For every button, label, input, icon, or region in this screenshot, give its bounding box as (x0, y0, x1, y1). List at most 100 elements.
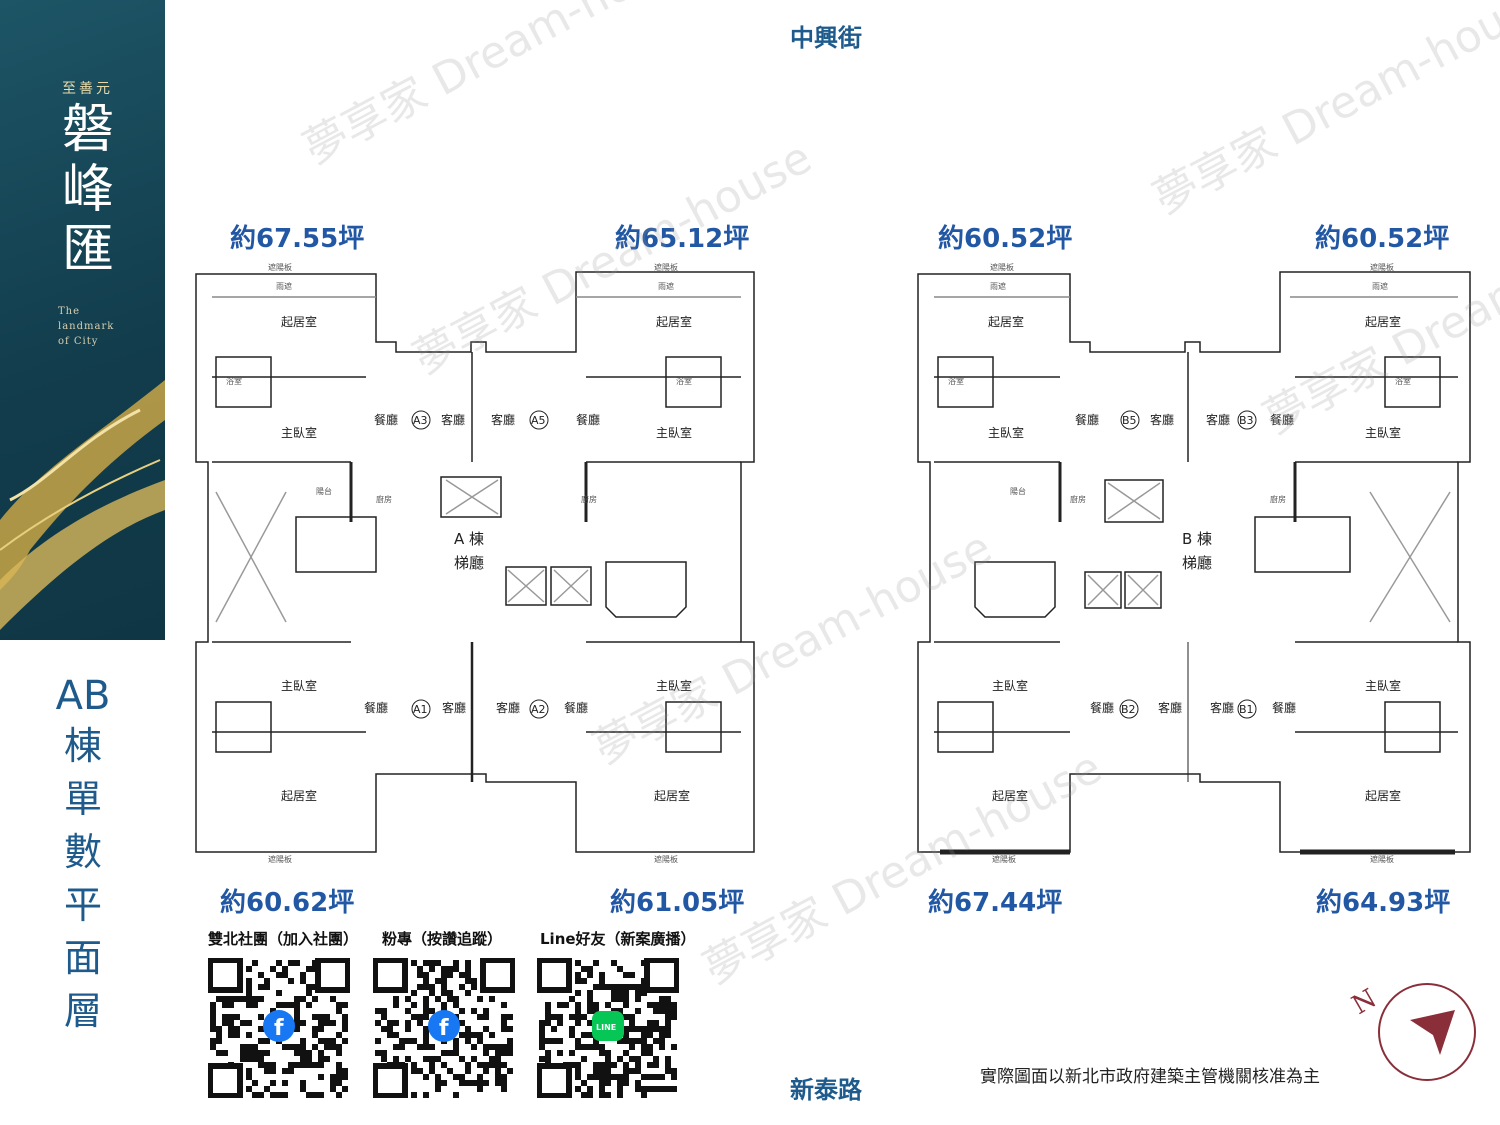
svg-text:LINE: LINE (596, 1023, 616, 1032)
room-living: 客廳 (442, 700, 466, 715)
disclaimer-note: 實際圖面以新北市政府建築主管機關核准為主 (980, 1067, 1320, 1087)
area-a3: 約67.55坪 (230, 224, 365, 254)
area-a2: 約61.05坪 (610, 888, 745, 918)
kitchen-label: 廚房 (1270, 494, 1286, 504)
room-dining: 餐廳 (1270, 412, 1294, 427)
title-char: 單 (63, 777, 102, 821)
shade-label: 遮陽板 (990, 262, 1014, 272)
title-char: 面 (63, 936, 102, 980)
area-b2: 約67.44坪 (928, 888, 1063, 918)
bath-label: 浴室 (948, 376, 964, 386)
gold-wave-decoration (0, 380, 165, 630)
room-living: 客廳 (496, 700, 520, 715)
room-bedroom: 主臥室 (656, 425, 692, 440)
shade-label: 遮陽板 (654, 854, 678, 864)
rain-label: 雨遮 (1372, 281, 1388, 291)
street-bottom: 新泰路 (790, 1076, 862, 1104)
room-bedroom: 主臥室 (988, 425, 1024, 440)
brand-char: 匯 (61, 220, 114, 280)
core-label: A 棟 (454, 530, 484, 548)
room-bedroom: 主臥室 (992, 678, 1028, 693)
room-dining: 餐廳 (1272, 700, 1296, 715)
unit-code: B2 (1121, 703, 1136, 716)
core-label: B 棟 (1182, 530, 1212, 548)
room-lounge: 起居室 (654, 788, 690, 803)
shade-label: 遮陽板 (654, 262, 678, 272)
sidebar: 至善元 磐 峰 匯 The landmark of City AB 棟 單 數 … (0, 0, 165, 1125)
floorplan-building-a: 起居室 起居室 主臥室 主臥室 餐廳 客廳 客廳 餐廳 主臥室 主臥室 餐廳 客… (195, 262, 755, 864)
area-b1: 約64.93坪 (1316, 888, 1451, 918)
floorplan-building-b: 起居室 起居室 主臥室 主臥室 餐廳 客廳 客廳 餐廳 主臥室 主臥室 餐廳 客… (917, 262, 1471, 864)
room-lounge: 起居室 (281, 788, 317, 803)
watermark: 夢享家 Dream-house (1145, 0, 1500, 225)
room-living: 客廳 (1158, 700, 1182, 715)
unit-code: B3 (1239, 414, 1254, 427)
kitchen-label: 廚房 (1070, 494, 1086, 504)
qr-code-facebook-page[interactable]: f (373, 958, 515, 1098)
bath-label: 浴室 (1395, 376, 1411, 386)
room-dining: 餐廳 (364, 700, 388, 715)
bath-label: 浴室 (226, 376, 242, 386)
compass-arrow-icon (1410, 1010, 1455, 1055)
shade-label: 遮陽板 (268, 262, 292, 272)
page-vertical-title: AB 棟 單 數 平 面 層 (40, 672, 126, 1038)
north-compass: N (1347, 983, 1476, 1081)
title-ab: AB (55, 673, 111, 719)
kitchen-label: 廚房 (581, 494, 597, 504)
unit-code: A1 (413, 703, 428, 716)
unit-code: B5 (1122, 414, 1137, 427)
room-bedroom: 主臥室 (656, 678, 692, 693)
area-b5: 約60.52坪 (938, 224, 1073, 254)
room-living: 客廳 (441, 412, 465, 427)
svg-text:f: f (274, 1016, 284, 1041)
balcony-label: 陽台 (1010, 486, 1026, 496)
shade-label: 遮陽板 (992, 854, 1016, 864)
title-char: 數 (63, 830, 102, 874)
room-lounge: 起居室 (281, 314, 317, 329)
north-letter: N (1347, 984, 1382, 1021)
svg-text:f: f (439, 1016, 449, 1041)
room-living: 客廳 (1210, 700, 1234, 715)
qr-label: Line好友（新案廣播） (540, 930, 696, 948)
brand-english: The landmark of City (58, 306, 115, 347)
room-bedroom: 主臥室 (1365, 678, 1401, 693)
bath-label: 浴室 (676, 376, 692, 386)
brand-banner: 至善元 磐 峰 匯 The landmark of City (0, 0, 165, 640)
room-dining: 餐廳 (564, 700, 588, 715)
rain-label: 雨遮 (990, 281, 1006, 291)
room-lounge: 起居室 (1365, 788, 1401, 803)
unit-code: B1 (1239, 703, 1254, 716)
title-char: 層 (63, 989, 102, 1033)
brand-char: 磐 (61, 100, 114, 160)
unit-code: A5 (531, 414, 546, 427)
shade-label: 遮陽板 (1370, 854, 1394, 864)
area-a5: 約65.12坪 (615, 224, 750, 254)
room-lounge: 起居室 (656, 314, 692, 329)
room-living: 客廳 (491, 412, 515, 427)
title-char: 棟 (63, 724, 102, 768)
qr-code-facebook-group[interactable]: f (208, 958, 350, 1098)
qr-label: 粉專（按讚追蹤） (382, 930, 503, 948)
room-dining: 餐廳 (374, 412, 398, 427)
line-icon (592, 1011, 624, 1041)
area-a1: 約60.62坪 (220, 888, 355, 918)
room-lounge: 起居室 (992, 788, 1028, 803)
unit-code: A3 (413, 414, 428, 427)
rain-label: 雨遮 (658, 281, 674, 291)
rain-label: 雨遮 (276, 281, 292, 291)
watermark: 夢享家 Dream-house (295, 0, 710, 175)
facebook-icon (428, 1010, 460, 1042)
core-label: 梯廳 (1182, 554, 1212, 572)
balcony-label: 陽台 (316, 486, 332, 496)
street-top: 中興街 (790, 24, 862, 52)
qr-code-line[interactable]: LINE (537, 958, 679, 1098)
room-dining: 餐廳 (1090, 700, 1114, 715)
kitchen-label: 廚房 (376, 494, 392, 504)
brand-subtitle: 至善元 (62, 81, 113, 97)
title-char: 平 (63, 883, 102, 927)
room-lounge: 起居室 (1365, 314, 1401, 329)
shade-label: 遮陽板 (1370, 262, 1394, 272)
brand-name: 磐 峰 匯 (56, 100, 120, 280)
unit-code: A2 (531, 703, 546, 716)
room-living: 客廳 (1150, 412, 1174, 427)
